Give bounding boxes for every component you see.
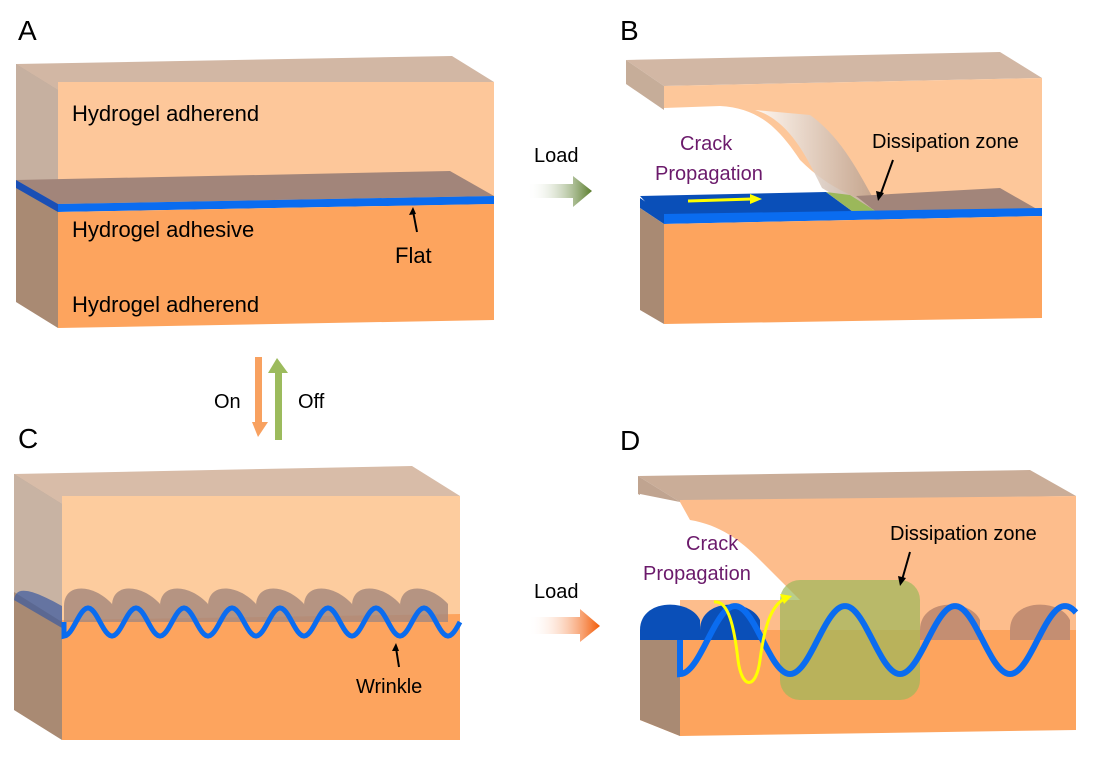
label-crack-b-2: Propagation [655, 163, 763, 185]
wrinkle-pointer [395, 647, 400, 668]
panel-b: B Crack Propagation Dissipation zone [620, 15, 1042, 324]
peeled-edge [755, 110, 880, 210]
dissipation-pointer-b [879, 159, 894, 197]
label-dissipation-d: Dissipation zone [890, 523, 1037, 545]
wrinkle-ridge [160, 588, 208, 622]
label-load-top: Load [534, 145, 579, 167]
label-on: On [214, 391, 241, 413]
wrinkle-ridge [352, 588, 400, 622]
label-lower-adherend: Hydrogel adherend [72, 292, 259, 317]
green-arrow-icon [527, 176, 592, 207]
panel-label-b: B [620, 15, 639, 46]
panel-label-d: D [620, 425, 640, 456]
label-crack-b-1: Crack [680, 133, 733, 155]
orange-arrow-icon [528, 609, 600, 642]
wrinkle-ridge [640, 604, 700, 640]
crack-direction-arrow [687, 197, 753, 203]
adhesive-line [58, 196, 494, 212]
label-adhesive: Hydrogel adhesive [72, 217, 254, 242]
wrinkle-ridge [256, 588, 304, 622]
dissipation-zone [826, 192, 880, 214]
wrinkled-adhesive [61, 605, 463, 640]
lower-adherend [62, 614, 460, 740]
label-dissipation-b: Dissipation zone [872, 131, 1019, 153]
crack-opening [640, 494, 800, 600]
wrinkle-ridge [64, 588, 112, 622]
flat-pointer [412, 210, 418, 233]
label-load-bottom: Load [534, 581, 579, 603]
panel-label-c: C [18, 423, 38, 454]
panel-a: A Hydrogel adherend Hydrogel adhesive Hy… [16, 15, 494, 328]
dissipation-pointer-d [901, 551, 911, 581]
panel-d: D Crack Propagation Dissipation zone [620, 425, 1079, 736]
load-arrow-bottom: Load [528, 581, 600, 642]
wrinkle-ridges [14, 588, 448, 628]
crack-path-arrow [713, 596, 787, 684]
upper-adherend [664, 78, 1042, 212]
panel-c: C Wrinkle [14, 423, 463, 740]
label-wrinkle: Wrinkle [356, 676, 422, 698]
wrinkle-ridge [208, 588, 256, 622]
off-arrow-icon [268, 358, 288, 440]
load-arrow-top: Load [527, 145, 592, 207]
label-flat: Flat [395, 243, 432, 268]
adhesive-plane [16, 171, 494, 204]
switch-arrows: On Off [214, 357, 325, 440]
wrinkle-ridge [400, 588, 448, 622]
wrinkle-side [14, 590, 62, 628]
label-crack-d-2: Propagation [643, 563, 751, 585]
label-crack-d-1: Crack [686, 533, 739, 555]
top-face [16, 56, 494, 90]
label-upper-adherend: Hydrogel adherend [72, 101, 259, 126]
wrinkle-ridge [304, 588, 352, 622]
on-arrow-icon [252, 357, 268, 437]
dissipation-zone [780, 580, 920, 700]
panel-label-a: A [18, 15, 37, 46]
lower-adherend [58, 204, 494, 328]
wrinkled-adhesive [677, 603, 1079, 678]
wrinkle-ridge [112, 588, 160, 622]
label-off: Off [298, 391, 325, 413]
